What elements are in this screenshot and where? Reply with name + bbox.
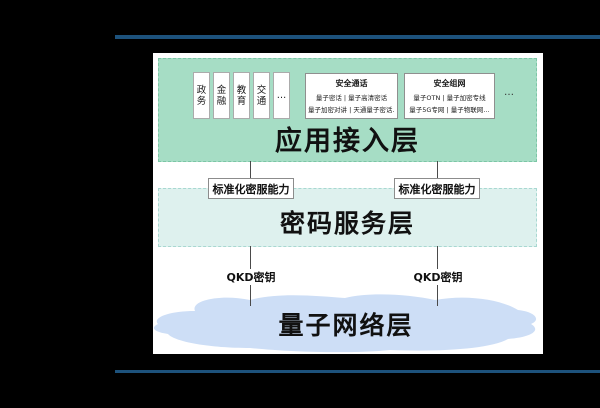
sector-box-transport: 交通 bbox=[253, 72, 270, 119]
secure-call-card: 安全通话 量子密话 | 量子高清密话 量子加密对讲 | 天通量子密话… bbox=[305, 73, 398, 119]
more-cards-ellipsis: … bbox=[504, 87, 515, 98]
bottom-accent-bar bbox=[115, 370, 600, 373]
secure-call-card-title: 安全通话 bbox=[335, 79, 368, 88]
sector-box-education: 教育 bbox=[233, 72, 250, 119]
connector-line-upper-left bbox=[250, 161, 251, 189]
cloud-shape bbox=[153, 294, 537, 353]
secure-networking-card-line1: 量子OTN | 量子加密专线 bbox=[413, 93, 486, 102]
application-access-layer-box: 政务 金融 教育 交通 … 安全通话 量子密话 | 量子高清密话 量子加密对讲 … bbox=[158, 58, 537, 162]
sector-box-more: … bbox=[273, 72, 290, 119]
connector-line-upper-right bbox=[437, 161, 438, 189]
top-accent-bar bbox=[115, 35, 600, 39]
secure-networking-card: 安全组网 量子OTN | 量子加密专线 量子5G专网 | 量子物联网… bbox=[404, 73, 495, 119]
sector-box-finance: 金融 bbox=[213, 72, 230, 119]
qkd-key-label-right: QKD密钥 bbox=[412, 269, 464, 285]
sector-box-government: 政务 bbox=[193, 72, 210, 119]
secure-networking-card-line2: 量子5G专网 | 量子物联网… bbox=[409, 106, 490, 114]
network-layer-title: 量子网络层 bbox=[278, 311, 414, 340]
secure-call-card-line2: 量子加密对讲 | 天通量子密话… bbox=[308, 106, 395, 114]
application-layer-title: 应用接入层 bbox=[275, 126, 420, 157]
standardized-capability-label-right: 标准化密服能力 bbox=[394, 178, 480, 199]
qkd-key-label-left: QKD密钥 bbox=[225, 269, 277, 285]
crypto-layer-title: 密码服务层 bbox=[279, 208, 415, 238]
secure-call-card-line1: 量子密话 | 量子高清密话 bbox=[315, 93, 388, 102]
quantum-network-cloud: 量子网络层 bbox=[150, 290, 542, 354]
secure-networking-card-title: 安全组网 bbox=[433, 79, 466, 88]
standardized-capability-label-left: 标准化密服能力 bbox=[208, 178, 294, 199]
sector-group: 政务 金融 教育 交通 … bbox=[193, 72, 290, 119]
